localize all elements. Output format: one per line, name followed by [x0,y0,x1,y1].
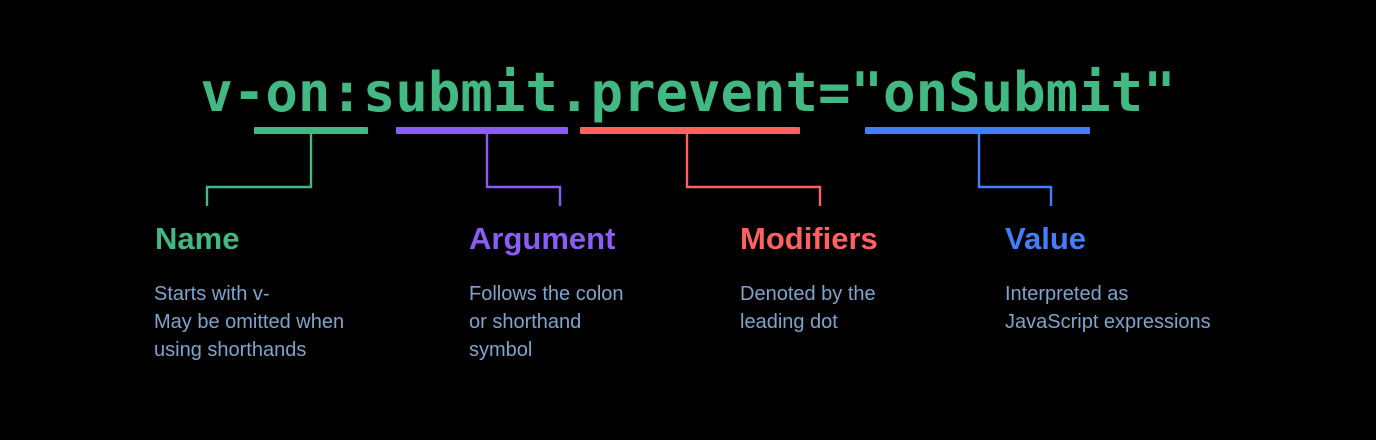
underline-bar-modifiers [580,127,800,134]
connector-line-value [977,134,1053,206]
heading-value: Value [1005,221,1086,256]
description-modifiers: Denoted by the leading dot [740,283,876,333]
description-name: Starts with v- May be omitted when using… [154,283,345,361]
heading-modifiers: Modifiers [740,221,878,256]
description-argument: Follows the colon or shorthand symbol [469,283,624,361]
description-value: Interpreted as JavaScript expressions [1005,283,1211,333]
heading-argument: Argument [469,221,616,256]
connector-line-modifiers [685,134,822,206]
underline-bar-name [254,127,368,134]
underline-bar-argument [396,127,568,134]
code-expression: v-on:submit.prevent="onSubmit" [200,61,1176,124]
connector-line-argument [485,134,562,206]
underline-bar-value [865,127,1090,134]
connector-line-name [205,134,313,206]
heading-name: Name [155,221,240,256]
